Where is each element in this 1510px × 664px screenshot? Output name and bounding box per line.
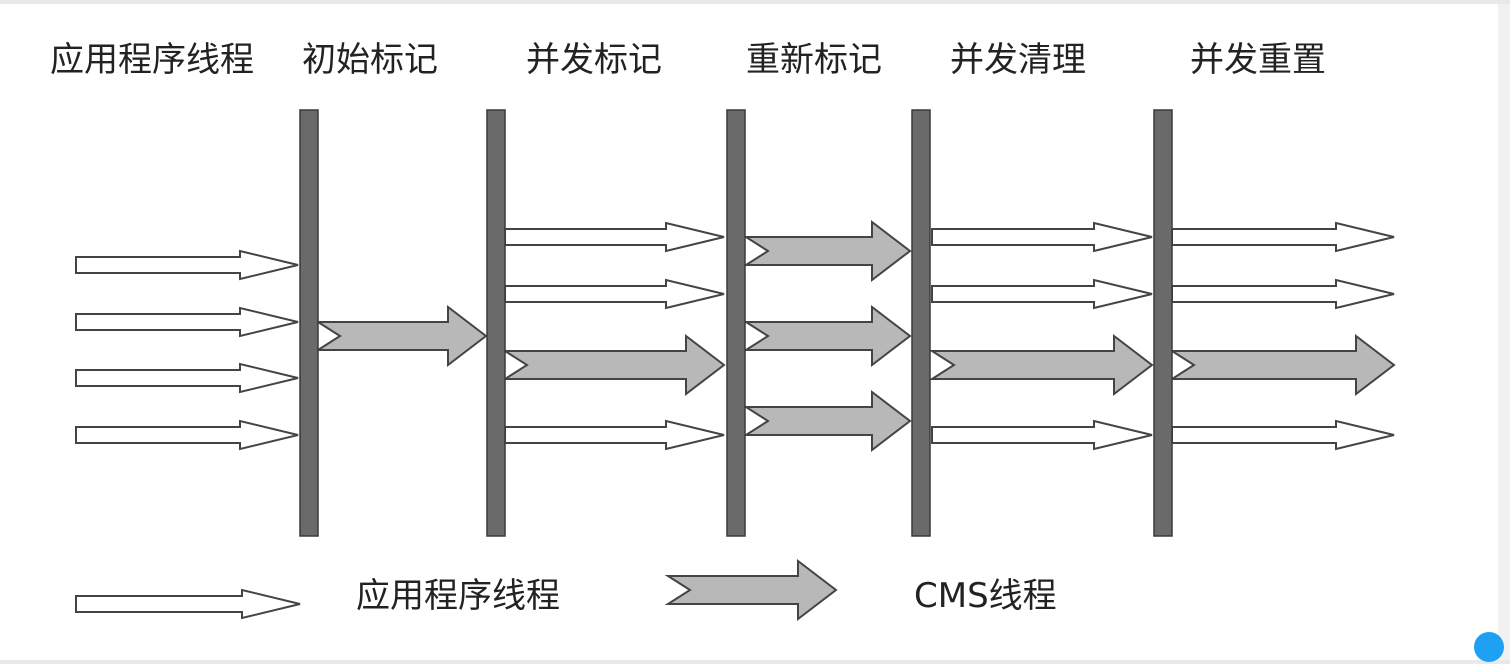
phase-label-app-thread: 应用程序线程 [50,40,254,80]
app-thread-arrow [504,278,725,310]
phase-label-concurrent-reset: 并发重置 [1190,40,1326,80]
cms-thread-arrow [742,389,912,453]
app-thread-arrow [931,221,1153,253]
app-thread-arrow [1171,419,1395,451]
legend-label-app-thread: 应用程序线程 [356,576,560,616]
phase-label-initial-mark: 初始标记 [302,40,438,80]
app-thread-arrow [1171,221,1395,253]
phase-boundary-bar [486,109,506,537]
cms-thread-arrow [501,333,726,397]
cms-thread-arrow [1168,333,1396,397]
phase-boundary-bar [299,109,319,537]
app-thread-arrow [1171,278,1395,310]
app-thread-arrow [931,419,1153,451]
app-thread-arrow [75,362,299,394]
app-thread-arrow [504,221,725,253]
app-thread-arrow [931,278,1153,310]
cms-thread-arrow [314,304,488,368]
app-thread-arrow [75,419,299,451]
phase-label-remark: 重新标记 [746,40,882,80]
legend-app-thread-arrow [75,588,301,620]
phase-label-concurrent-sweep: 并发清理 [950,40,1086,80]
app-thread-arrow [75,249,299,281]
legend-cms-thread-arrow [664,558,838,622]
legend-label-cms-thread: CMS线程 [914,576,1057,616]
phase-boundary-bar [911,109,931,537]
app-thread-arrow [504,419,725,451]
cms-thread-arrow [742,219,912,283]
cms-thread-arrow [928,333,1154,397]
indicator-dot [1474,632,1504,662]
app-thread-arrow [75,306,299,338]
cms-thread-arrow [742,304,912,368]
phase-boundary-bar [726,109,746,537]
phase-boundary-bar [1153,109,1173,537]
phase-label-concurrent-mark: 并发标记 [526,40,662,80]
